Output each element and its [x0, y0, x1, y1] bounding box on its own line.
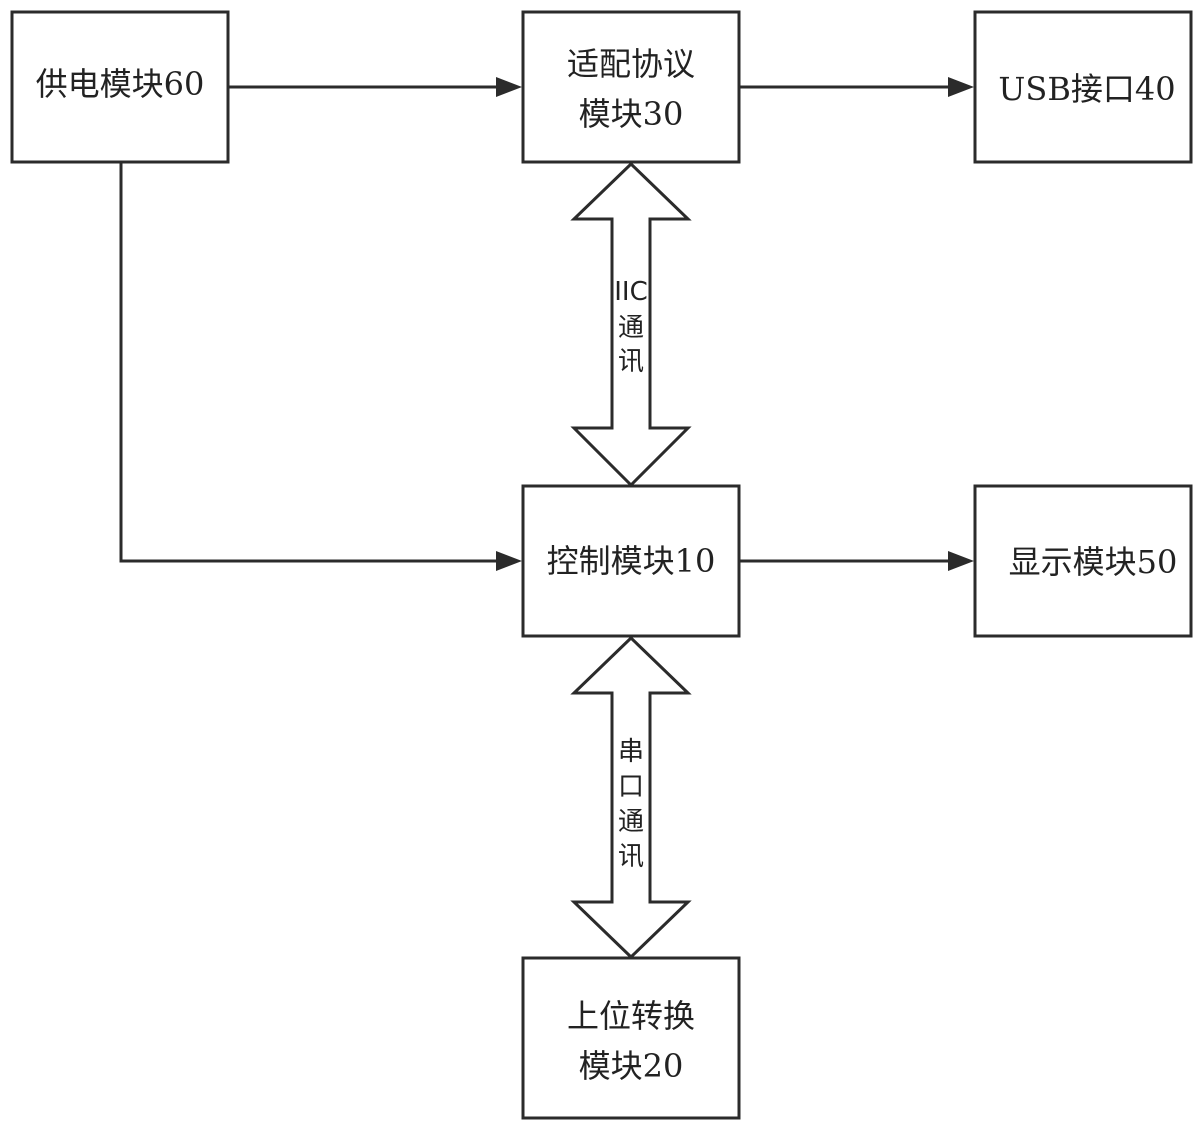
iic-label-line1: IIC [614, 277, 648, 307]
serial-label-line2: 口 [618, 772, 644, 802]
usb-interface-label: USB接口40 [998, 70, 1175, 108]
iic-label-line3: 讯 [618, 347, 644, 377]
display-module-label: 显示模块50 [1009, 543, 1178, 581]
serial-communication-bus-arrow: 串 口 通 讯 [574, 638, 688, 957]
arrow-control-to-display [739, 551, 974, 571]
usb-interface-box: USB接口40 [975, 12, 1191, 162]
iic-label-line2: 通 [618, 313, 644, 343]
iic-communication-bus-arrow: IIC 通 讯 [574, 164, 688, 485]
upper-conversion-module-box: 上位转换 模块20 [523, 958, 739, 1118]
arrow-power-to-adapter [228, 77, 522, 97]
adapter-protocol-module-label-line1: 适配协议 [567, 45, 695, 83]
control-module-box: 控制模块10 [523, 486, 739, 636]
adapter-protocol-module-label-line2: 模块30 [579, 95, 684, 133]
display-module-box: 显示模块50 [975, 486, 1191, 636]
arrow-power-to-control [121, 162, 522, 571]
serial-label-line3: 通 [618, 807, 644, 837]
arrow-adapter-to-usb [739, 77, 974, 97]
power-module-label: 供电模块60 [36, 65, 205, 103]
serial-label-line4: 讯 [618, 842, 644, 872]
serial-label-line1: 串 [618, 737, 644, 767]
upper-conversion-module-label-line2: 模块20 [579, 1047, 684, 1085]
control-module-label: 控制模块10 [547, 542, 716, 580]
adapter-protocol-module-box: 适配协议 模块30 [523, 12, 739, 162]
power-module-box: 供电模块60 [12, 12, 228, 162]
upper-conversion-module-label-line1: 上位转换 [567, 997, 695, 1035]
